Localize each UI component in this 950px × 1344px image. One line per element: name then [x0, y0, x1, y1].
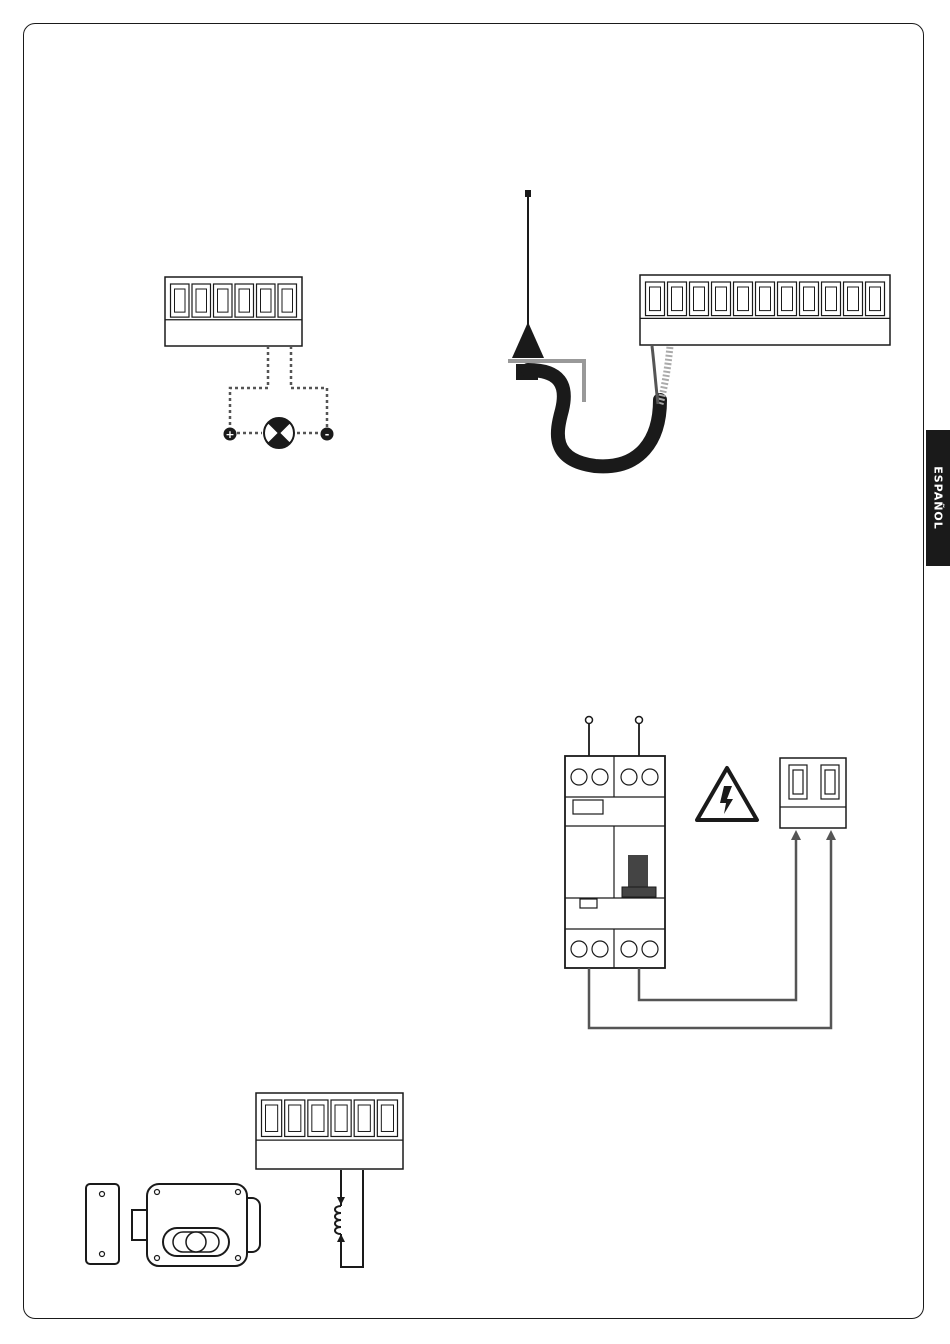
antenna-tip [525, 190, 531, 197]
lamp-icon [264, 418, 294, 448]
coax-cable [528, 370, 660, 466]
electric-lock-icon [132, 1184, 260, 1266]
plus-terminal-icon: + [224, 428, 237, 442]
lock-terminal-block [256, 1093, 403, 1169]
terminal-slot [672, 287, 683, 311]
terminal-slot [312, 1105, 324, 1131]
plus-label: + [225, 428, 234, 441]
lock-wire-arrow-bottom [337, 1234, 345, 1242]
terminal-slot [196, 289, 207, 312]
breaker-lever-base [622, 887, 656, 897]
terminal-slot [826, 287, 837, 311]
minus-terminal-icon: - [321, 428, 334, 442]
terminal-slot [282, 289, 293, 312]
terminal-slot [218, 289, 229, 312]
terminal-slot [266, 1105, 278, 1131]
lamp-wire-left [230, 346, 268, 433]
terminal-slot [289, 1105, 301, 1131]
terminal-slot [239, 289, 250, 312]
terminal-slot [694, 287, 705, 311]
minus-label: - [325, 428, 330, 441]
lamp-wire-right [291, 346, 327, 433]
terminal-slot [782, 287, 793, 311]
antenna-terminal-block [640, 275, 890, 345]
breaker-lever[interactable] [628, 855, 648, 889]
terminal-slot [335, 1105, 347, 1131]
strike-plate-icon [86, 1184, 119, 1264]
terminal-slot [650, 287, 661, 311]
terminal-slot [760, 287, 771, 311]
antenna-base-icon [512, 322, 544, 358]
lock-diagram [86, 1093, 403, 1267]
breaker-diagram [565, 717, 846, 1029]
terminal-slot [381, 1105, 393, 1131]
neutral-arrow-icon [826, 830, 836, 840]
terminal-slot [175, 289, 186, 312]
circuit-breaker [565, 756, 665, 968]
power-terminal-block [780, 758, 846, 828]
terminal-slot [804, 287, 815, 311]
lamp-diagram: + - [165, 277, 334, 448]
phase-arrow-icon [791, 830, 801, 840]
terminal-slot [716, 287, 727, 311]
mains-input [586, 717, 643, 757]
terminal-slot [738, 287, 749, 311]
terminal-slot [261, 289, 272, 312]
cable-braid [660, 346, 670, 404]
terminal-slot [358, 1105, 370, 1131]
antenna-diagram [508, 190, 890, 466]
high-voltage-warning-icon [697, 768, 757, 820]
terminal-slot [870, 287, 881, 311]
coil-icon [333, 1206, 349, 1234]
terminal-slot [848, 287, 859, 311]
lamp-terminal-block [165, 277, 302, 346]
lock-wire-arrow-top [337, 1197, 345, 1205]
